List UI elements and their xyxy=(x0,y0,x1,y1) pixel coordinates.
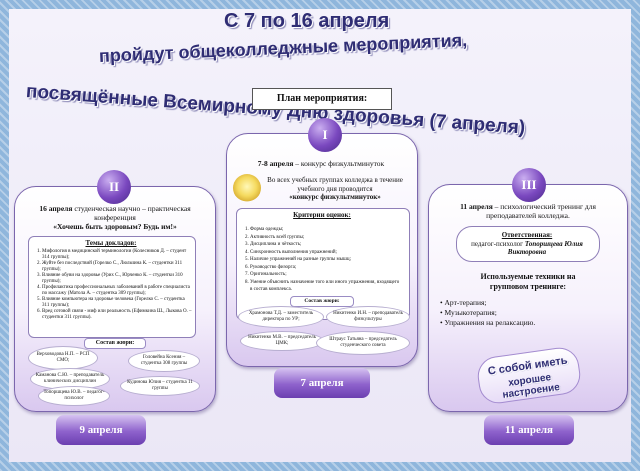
event-3-technique-2: • Музыкотерапия; xyxy=(440,308,610,318)
bullet-icon: • xyxy=(440,298,443,307)
event-1-jury-member: Храмонова Т.Д. – заместитель директора п… xyxy=(238,306,324,328)
event-2-topic: Влияние обуви на здоровье (Урих С., Юрче… xyxy=(42,273,192,285)
event-3-technique-3: • Упражнения на релаксацию. xyxy=(440,318,610,328)
event-3-date-label: 11 апреля xyxy=(484,415,574,445)
event-1-criterion: Наличие упражнений на разные группы мышц… xyxy=(250,256,400,264)
event-3-responsible-name: Топоршцева Юлия Викторовна xyxy=(507,239,583,257)
event-3-responsible: Ответственная: педагог-психолог Топоршце… xyxy=(456,231,598,257)
event-1-header-text: – конкурс физкультминуток xyxy=(293,159,385,168)
event-1-contest-name: «конкурс физкультминуток» xyxy=(289,193,381,201)
event-2-topic: Влияние компьютера на здоровье человека … xyxy=(42,297,192,309)
event-1-intro-text: Во всех учебных группах колледжа в течен… xyxy=(267,176,403,193)
event-2-jury-member: Верховодова Н.П. – РСП СМО; xyxy=(28,346,98,370)
event-2-topic: Жуйте без последствий (Горелко С., Люльч… xyxy=(42,261,192,273)
event-2-topics-title: Темы докладов: xyxy=(85,239,137,247)
event-1-criterion: Руководство физорга; xyxy=(250,264,400,272)
event-3-technique: Упражнения на релаксацию. xyxy=(444,318,536,327)
event-2-jury-member: Каманова С.Ю. – преподаватель клинически… xyxy=(30,368,110,390)
event-2-topics-list: Мифология в медицинской терминологии (Ко… xyxy=(32,249,192,321)
event-1-jury-title: Состав жюри: xyxy=(290,296,354,307)
event-2-header-text: студенческая научно – практическая конфе… xyxy=(72,204,191,222)
bullet-icon: • xyxy=(440,318,443,327)
event-1-criterion: Умение объяснить назначение того или ино… xyxy=(250,279,400,294)
event-1-jury-member: Никитенко М.В. – председатель ЦМК; xyxy=(240,331,324,351)
event-1-criterion: Синхронность выполнения упражнений; xyxy=(250,249,400,257)
event-1-criterion: Форма одежды; xyxy=(250,226,400,234)
event-3-header-date: 11 апреля xyxy=(460,202,493,211)
event-1-criterion: Оригинальность; xyxy=(250,271,400,279)
event-1-date-label: 7 апреля xyxy=(274,368,370,398)
event-2-header: 16 апреля студенческая научно – практиче… xyxy=(30,204,200,231)
event-2-topic: Мифология в медицинской терминологии (Ко… xyxy=(42,249,192,261)
event-3-techniques-title: Используемые техники на групповом тренин… xyxy=(480,272,576,291)
event-1-criterion: Дисциплина и чёткость; xyxy=(250,241,400,249)
event-2-topic: Вред сотовой связи - миф или реальность … xyxy=(42,309,192,321)
event-3-responsible-title: Ответственная: xyxy=(501,231,553,239)
event-3-responsible-role: педагог-психолог xyxy=(471,239,525,248)
title-line-1: С 7 по 16 апреля xyxy=(224,10,390,32)
event-3-technique: Музыкотерапия; xyxy=(444,308,497,317)
event-2-jury-member: Кудинова Юлия – студентка 11 группы xyxy=(120,376,200,396)
sun-face-icon xyxy=(233,174,261,202)
event-3-header: 11 апреля – психологический тренинг для … xyxy=(440,202,616,220)
event-2-jury-member: Топоршцева Ю.В. – педагог-психолог xyxy=(38,386,110,406)
event-1-jury-member: Никитенко И.Н. – преподаватель физкульту… xyxy=(326,306,410,328)
event-1-criterion: Активность всей группы; xyxy=(250,234,400,242)
event-2-jury-title: Состав жюри: xyxy=(84,338,146,349)
event-2-conference-name: «Хочешь быть здоровым? Будь им!» xyxy=(53,222,177,231)
event-3-techniques-list: • Арт-терапия; • Музыкотерапия; • Упражн… xyxy=(440,298,610,328)
event-1-jury-member: Штраус Татьяна – председатель студенческ… xyxy=(316,331,410,355)
plan-label: План мероприятия: xyxy=(252,88,392,110)
bullet-icon: • xyxy=(440,308,443,317)
event-2-date-label: 9 апреля xyxy=(56,415,146,445)
event-1-header-date: 7-8 апреля xyxy=(257,159,294,168)
event-2-number-badge: II xyxy=(97,170,131,204)
event-2-topics-box xyxy=(28,236,196,338)
event-1-criteria-list: Форма одежды; Активность всей группы; Ди… xyxy=(240,226,400,294)
event-3-technique: Арт-терапия; xyxy=(444,298,487,307)
event-3-header-text: – психологический тренинг для преподават… xyxy=(486,202,596,220)
event-1-criteria-title: Критерии оценок: xyxy=(293,211,351,219)
event-3-technique-1: • Арт-терапия; xyxy=(440,298,610,308)
event-2-jury-member: Головейна Ксения – студентка 308 группы xyxy=(128,350,200,372)
event-3-number-badge: III xyxy=(512,168,546,202)
event-1-number-badge: I xyxy=(308,118,342,152)
event-2-header-date: 16 апреля xyxy=(39,204,73,213)
event-1-intro: Во всех учебных группах колледжа в течен… xyxy=(262,176,408,202)
event-2-topic: Профилактика профессиональных заболевани… xyxy=(42,285,192,297)
event-1-header: 7-8 апреля – конкурс физкультминуток xyxy=(232,159,410,169)
event-3-responsible-box xyxy=(456,226,600,262)
